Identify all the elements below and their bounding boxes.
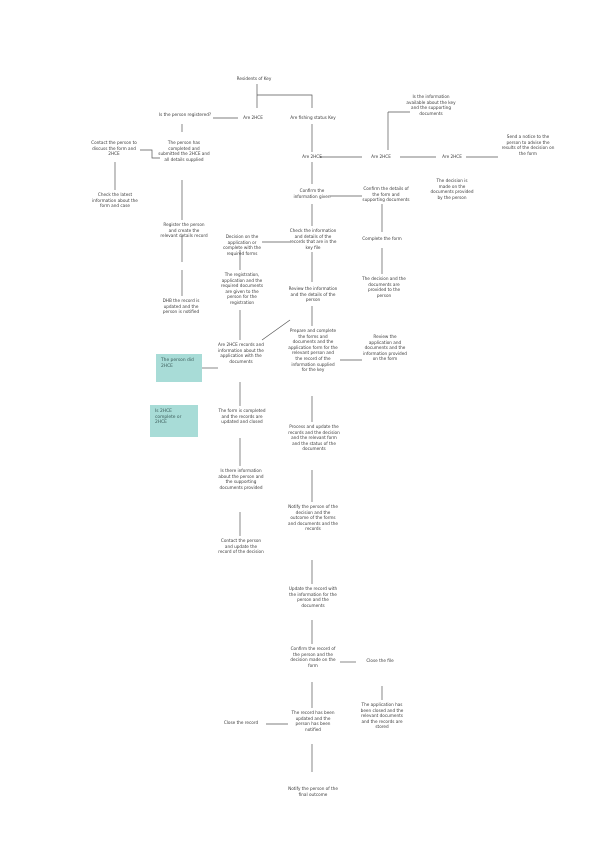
node-right-check: Complete the form — [362, 236, 402, 241]
connector — [261, 319, 291, 341]
node-left-info: The person has completed and submitted t… — [158, 140, 210, 162]
highlight-node-1: The person did 2HCE — [156, 354, 202, 382]
node-far-left-2: Check the latest information about the f… — [92, 192, 138, 209]
node-mid-check: Check the information and details of the… — [289, 228, 337, 250]
node-right-confirm: Confirm the details of the form and supp… — [362, 186, 410, 203]
node-left-done: DHB the record is updated and the person… — [162, 298, 200, 315]
node-right-final-2: The application has been closed and the … — [360, 702, 404, 730]
node-right-long: Review the application and documents and… — [363, 334, 407, 362]
highlight-node-2: Is 2HCE complete or 2HCE — [150, 405, 198, 437]
node-left-h: Are 2HCE — [243, 115, 263, 120]
node-mid-long: Prepare and complete the forms and docum… — [288, 328, 338, 373]
connector — [257, 94, 313, 108]
node-right-top: Is the information available about the k… — [406, 94, 456, 116]
node-right-small: The decision is made on the documents pr… — [430, 178, 474, 200]
node-mid-close: The record has been updated and the pers… — [291, 710, 335, 732]
node-left-register: Register the person and create the relev… — [160, 222, 208, 239]
node-far-left: Contact the person to discuss the form a… — [91, 140, 137, 157]
node-far-right: Send a notice to the person to advise th… — [501, 134, 555, 156]
node-bottom: Notify the person of the final outcome — [288, 786, 338, 797]
node-left-end: Contact the person and update the record… — [218, 538, 264, 555]
node-mid-2hce: Are 2HCE — [302, 154, 322, 159]
node-mid-top: Are fishing status Key — [290, 115, 336, 120]
node-left-2hce: Are 2HCE records and information about t… — [218, 342, 264, 364]
node-left-decision: Decision on the application or complete … — [223, 234, 261, 256]
node-root: Residents of Key — [236, 76, 272, 81]
node-mid-review: Review the information and the details o… — [288, 286, 338, 303]
node-mid-confirm: Confirm the information given — [293, 188, 331, 199]
node-left-top: Is the person registered? — [158, 112, 212, 117]
node-left-form: The form is completed and the records ar… — [218, 408, 266, 425]
node-right-2hce-2: Are 2HCE — [442, 154, 462, 159]
node-right-result: The decision and the documents are provi… — [362, 276, 406, 298]
node-mid-info: Update the record with the information f… — [288, 586, 338, 608]
node-left-list: The registration, application and the re… — [220, 272, 264, 305]
connector — [140, 149, 160, 159]
node-mid-next: Notify the person of the decision and th… — [288, 504, 338, 532]
node-right-final: Close the file — [366, 658, 394, 663]
node-mid-process: Process and update the records and the d… — [288, 424, 340, 452]
node-left-notify: Is there information about the person an… — [218, 468, 264, 490]
node-right-2hce: Are 2HCE — [371, 154, 391, 159]
node-left-ending: Close the record — [223, 720, 259, 725]
node-mid-final: Confirm the record of the person and the… — [290, 646, 336, 668]
